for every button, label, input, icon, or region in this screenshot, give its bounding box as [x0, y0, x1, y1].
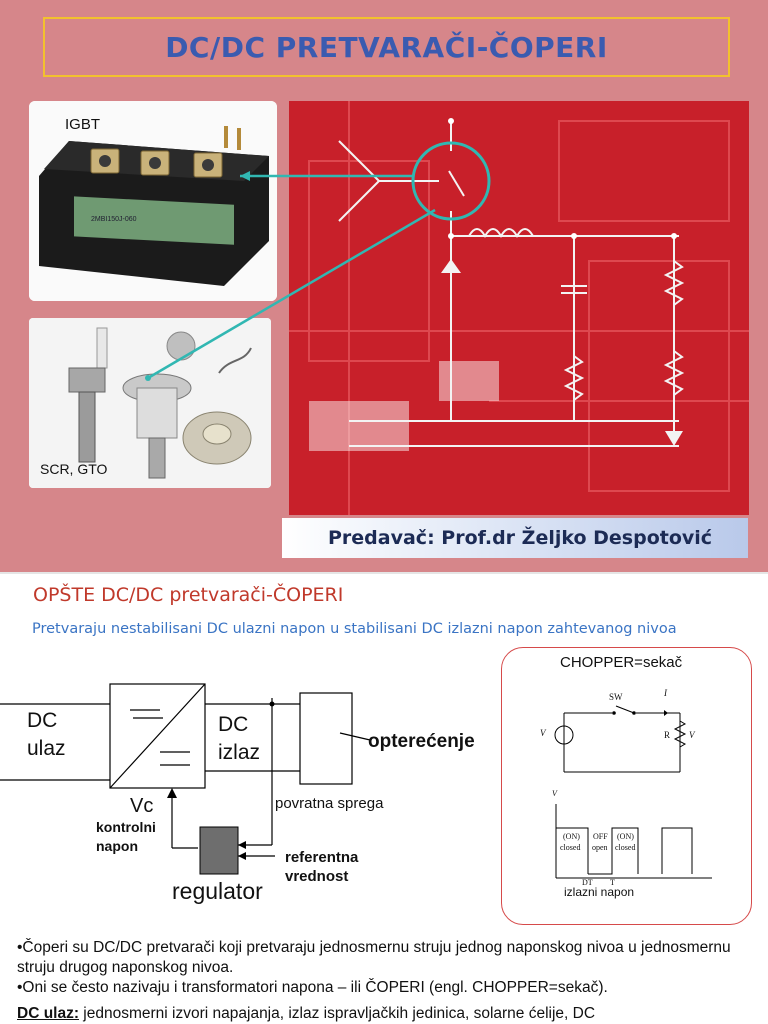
section-heading: OPŠTE DC/DC pretvarači-ČOPERI [33, 584, 343, 606]
lecturer-banner: Predavač: Prof.dr Željko Despotović [282, 518, 748, 558]
regulator-label: regulator [172, 878, 263, 905]
load-label: opterećenje [368, 731, 475, 753]
control-label-2: napon [96, 838, 138, 854]
lecturer-name: Predavač: Prof.dr Željko Despotović [328, 527, 712, 549]
chopper-circuit-image [289, 101, 749, 515]
igbt-label: IGBT [65, 116, 100, 133]
control-label-1: kontrolni [96, 819, 156, 835]
source-voltage-label: V [540, 728, 546, 738]
paragraph-1: •Čoperi su DC/DC pretvarači koji pretvar… [17, 938, 757, 978]
dc-input-label-2: ulaz [27, 737, 66, 761]
dc-output-label-2: izlaz [218, 741, 260, 765]
feedback-label: povratna sprega [275, 795, 383, 812]
load-resistor-label: R [664, 730, 670, 740]
dc-input-definition: jednosmerni izvori napajanja, izlaz ispr… [79, 1005, 595, 1022]
paragraph-3: DC ulaz: jednosmerni izvori napajanja, i… [17, 1004, 757, 1024]
load-current-label: I [664, 688, 667, 698]
reference-label-2: vrednost [285, 868, 348, 885]
vo-axis-label: V [552, 789, 557, 798]
off-state: OFF [593, 832, 608, 841]
section-subheading: Pretvaraju nestabilisani DC ulazni napon… [32, 621, 677, 637]
vc-label: Vc [130, 795, 153, 818]
slide-title: DC/DC PRETVARAČI-ČOPERI [165, 31, 608, 64]
chopper-schematic [502, 648, 752, 923]
module-part-number: 2MBI150J-060 [91, 216, 137, 223]
title-frame: DC/DC PRETVARAČI-ČOPERI [43, 17, 730, 77]
title-slide: DC/DC PRETVARAČI-ČOPERI 2MBI150J-060 IGB… [0, 0, 768, 572]
closed-state-2: closed [615, 843, 635, 852]
slide-divider [0, 572, 768, 574]
circuit-schematic [289, 101, 749, 515]
dc-input-term: DC ulaz: [17, 1005, 79, 1022]
dc-input-label-1: DC [27, 709, 57, 733]
closed-state-1: closed [560, 843, 580, 852]
output-voltage-label: V [689, 730, 695, 740]
chopper-panel: CHOPPER=sekač SW I V R V V (ON) closed O… [501, 647, 752, 925]
switch-label: SW [609, 692, 623, 702]
block-diagram [0, 645, 500, 915]
on-state-1: (ON) [563, 832, 580, 841]
scr-gto-label: SCR, GTO [40, 461, 107, 477]
reference-label-1: referentna [285, 849, 358, 866]
paragraph-2: •Oni se često nazivaju i transformatori … [17, 978, 757, 998]
output-voltage-caption: izlazni napon [564, 885, 634, 899]
open-state: open [592, 843, 608, 852]
body-text: •Čoperi su DC/DC pretvarači koji pretvar… [17, 938, 757, 1024]
dc-output-label-1: DC [218, 713, 248, 737]
on-state-2: (ON) [617, 832, 634, 841]
